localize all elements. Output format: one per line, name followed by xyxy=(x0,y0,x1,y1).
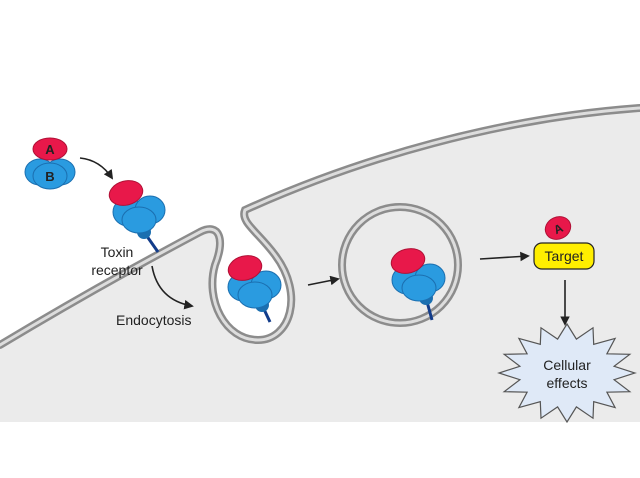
bound-toxin-surface xyxy=(108,180,166,253)
subunit-b-shape xyxy=(237,281,273,309)
cell-interior xyxy=(0,108,640,422)
subunit-a-shape xyxy=(108,180,144,206)
target-complex: Target A xyxy=(533,216,595,270)
subunit-a-shape xyxy=(32,137,68,161)
subunit-b-label: B xyxy=(45,169,54,184)
endocytosis-arrow xyxy=(151,265,194,310)
toxin-in-endosome xyxy=(390,248,446,321)
target-box xyxy=(533,242,595,270)
target-subunit-a-shape xyxy=(544,216,572,240)
internalization-arrow xyxy=(307,275,340,286)
toxin-receptor-label-line2: receptor xyxy=(91,262,143,278)
endosome-vesicle-core xyxy=(340,205,460,325)
subunit-b-shape xyxy=(32,162,68,190)
subunit-a-shape xyxy=(390,248,426,274)
toxin-in-invagination xyxy=(227,255,282,323)
release-arrow xyxy=(479,251,530,262)
free-ab-toxin: A B xyxy=(24,137,76,190)
effects-label-line2: effects xyxy=(547,375,588,391)
target-label: Target xyxy=(545,248,584,264)
subunit-a-label: A xyxy=(45,142,55,157)
toxin-receptor-label-line1: Toxin xyxy=(101,244,134,260)
subunit-b-shape xyxy=(121,206,157,234)
subunit-a-shape xyxy=(227,255,263,281)
subunit-b-shape xyxy=(401,274,437,302)
binding-arrow xyxy=(79,157,114,180)
cellular-effects-burst xyxy=(497,322,637,424)
effects-label-line1: Cellular xyxy=(543,357,591,373)
endocytosis-label: Endocytosis xyxy=(116,312,191,328)
plasma-membrane-core xyxy=(0,106,640,347)
